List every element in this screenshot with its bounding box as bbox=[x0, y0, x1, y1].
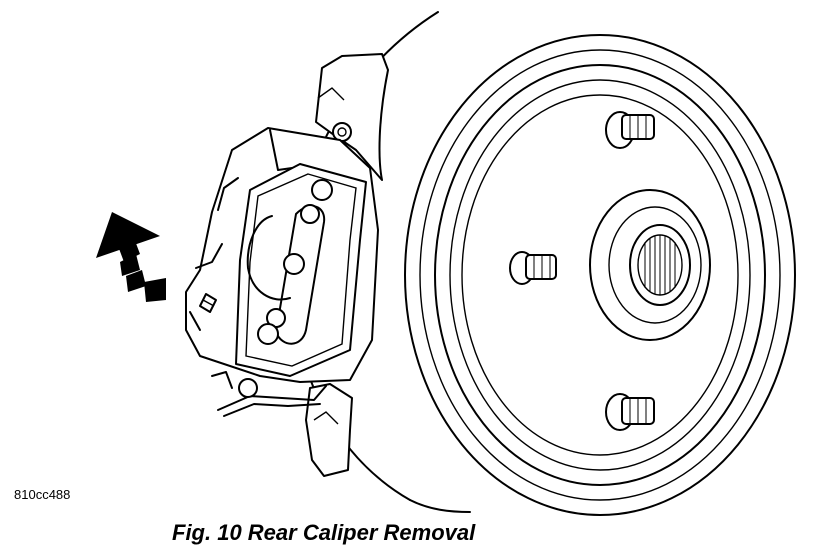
caliper-adapter bbox=[305, 53, 389, 477]
wheel-stud-bottom bbox=[605, 393, 655, 431]
figure-caption: Fig. 10 Rear Caliper Removal bbox=[172, 520, 476, 545]
figure-reference-code: 810cc488 bbox=[14, 487, 71, 502]
wheel-stud-top bbox=[605, 111, 655, 149]
hub-drum bbox=[404, 34, 796, 516]
removal-direction-arrow bbox=[96, 212, 166, 302]
hub-center bbox=[589, 189, 711, 341]
wheel-stud-left bbox=[509, 251, 557, 285]
brake-caliper bbox=[185, 127, 379, 383]
caliper-clip bbox=[211, 371, 327, 417]
